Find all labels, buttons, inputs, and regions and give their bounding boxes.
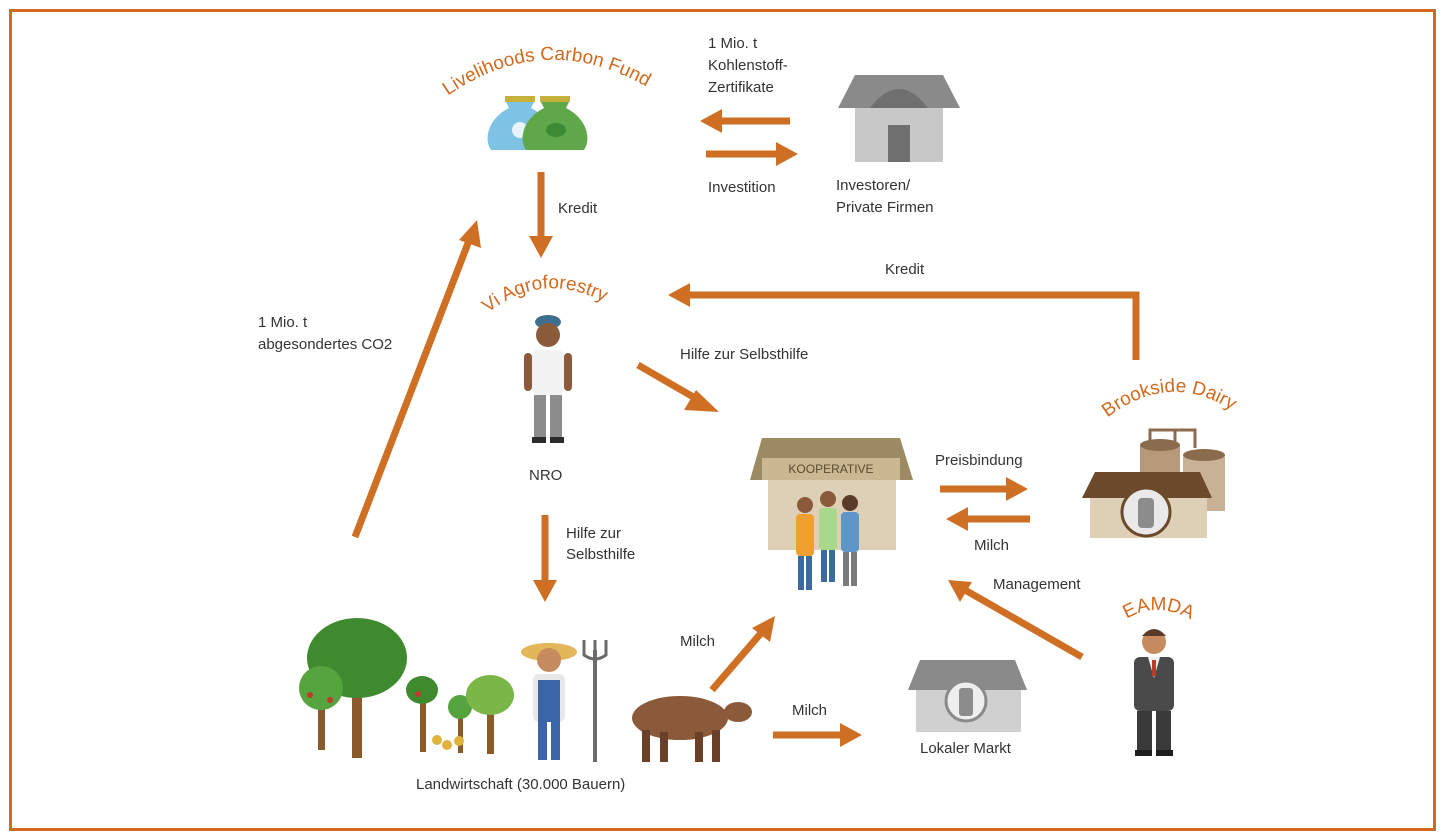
arrow-credit-dairy xyxy=(668,283,1140,360)
co2-label-line2: abgesondertes CO2 xyxy=(258,336,392,353)
price-binding-label: Preisbindung xyxy=(935,452,1023,469)
fund-title: Livelihoods Carbon Fund xyxy=(439,44,654,100)
eamda-node: EAMDA xyxy=(1120,594,1198,756)
vi-node: Vi Agroforestry NRO xyxy=(478,272,611,484)
farming-node: Landwirtschaft (30.000 Bauern) xyxy=(299,618,752,793)
dairy-plant-icon xyxy=(1082,428,1225,538)
investors-node: Investoren/ Private Firmen xyxy=(836,75,960,216)
market-label: Lokaler Markt xyxy=(920,740,1012,757)
arrow-selfhelp-coop xyxy=(636,361,719,412)
arrow-milk-farm-coop xyxy=(709,616,775,693)
bank-building-icon xyxy=(838,75,960,162)
arrow-price-binding xyxy=(940,477,1028,501)
selfhelp-farm-label-line1: Hilfe zur xyxy=(566,525,621,542)
certificates-label-line1: 1 Mio. t xyxy=(708,35,758,52)
ngo-worker-icon xyxy=(524,315,572,443)
market-node: Lokaler Markt xyxy=(908,660,1027,757)
market-stall-icon xyxy=(908,660,1027,732)
selfhelp-farm-label-line2: Selbsthilfe xyxy=(566,546,635,563)
businessman-icon xyxy=(1134,629,1174,756)
arrow-certificates xyxy=(700,109,790,133)
farming-label: Landwirtschaft (30.000 Bauern) xyxy=(416,776,625,793)
arrow-management xyxy=(948,580,1084,661)
cooperative-sign: KOOPERATIVE xyxy=(788,462,873,476)
fund-node: Livelihoods Carbon Fund xyxy=(439,44,654,150)
milk-dairy-label: Milch xyxy=(974,537,1009,554)
vi-label: NRO xyxy=(529,467,562,484)
arrow-credit-fund xyxy=(529,172,553,258)
eamda-title: EAMDA xyxy=(1120,594,1198,624)
credit-dairy-label: Kredit xyxy=(885,261,925,278)
arrow-co2 xyxy=(351,220,481,539)
certificates-label-line2: Kohlenstoff- xyxy=(708,57,788,74)
investors-label-line1: Investoren/ xyxy=(836,177,911,194)
co2-label-line1: 1 Mio. t xyxy=(258,314,308,331)
arrow-selfhelp-farm xyxy=(533,515,557,602)
arrow-milk-farm-market xyxy=(773,723,862,747)
dairy-node: Brookside Dairy xyxy=(1082,376,1241,538)
farm-trees-farmer-cow-icon xyxy=(299,618,752,762)
dairy-title: Brookside Dairy xyxy=(1098,376,1240,422)
certificates-label-line3: Zertifikate xyxy=(708,79,774,96)
management-label: Management xyxy=(993,576,1081,593)
arrow-milk-dairy xyxy=(946,507,1030,531)
milk-farm-market-label: Milch xyxy=(792,702,827,719)
selfhelp-coop-label: Hilfe zur Selbsthilfe xyxy=(680,346,808,363)
money-bags-icon xyxy=(487,96,588,150)
credit-fund-label: Kredit xyxy=(558,200,598,217)
investors-label-line2: Private Firmen xyxy=(836,199,934,216)
cooperative-shop-icon: KOOPERATIVE xyxy=(750,438,913,590)
investment-label: Investition xyxy=(708,179,776,196)
milk-farm-coop-label: Milch xyxy=(680,633,715,650)
cooperative-node: KOOPERATIVE xyxy=(750,438,913,590)
diagram-frame xyxy=(9,9,1436,831)
vi-title: Vi Agroforestry xyxy=(478,272,611,317)
arrow-investment xyxy=(706,142,798,166)
